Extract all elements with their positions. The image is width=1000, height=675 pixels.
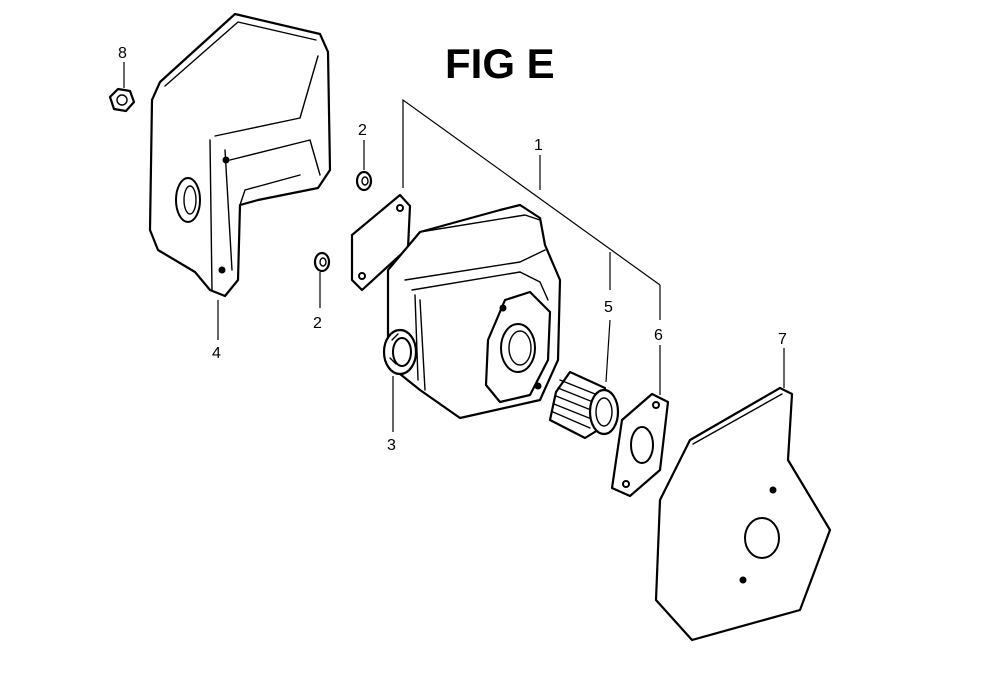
part-2-washer-upper <box>355 170 373 192</box>
leader-lines <box>123 62 785 432</box>
callout-2-lower: 2 <box>313 315 322 332</box>
callout-3: 3 <box>387 437 396 454</box>
part-2-washer-lower <box>313 251 331 273</box>
part-5-spark-arrester <box>548 370 620 440</box>
figure-title: FIG E <box>445 40 555 87</box>
callout-7: 7 <box>778 331 787 348</box>
part-3-fitting <box>382 328 418 376</box>
part-1-muffler <box>386 203 562 420</box>
part-8-nut <box>108 87 136 113</box>
part-4-muffler-protector <box>148 12 332 298</box>
callout-4: 4 <box>212 345 221 362</box>
callout-8: 8 <box>118 45 127 62</box>
callout-2-upper: 2 <box>358 122 367 139</box>
callout-6: 6 <box>654 327 663 344</box>
callout-1: 1 <box>534 137 543 154</box>
part-6-gasket <box>610 392 670 498</box>
part-7-shield-plate <box>654 386 832 642</box>
callout-5: 5 <box>604 299 613 316</box>
